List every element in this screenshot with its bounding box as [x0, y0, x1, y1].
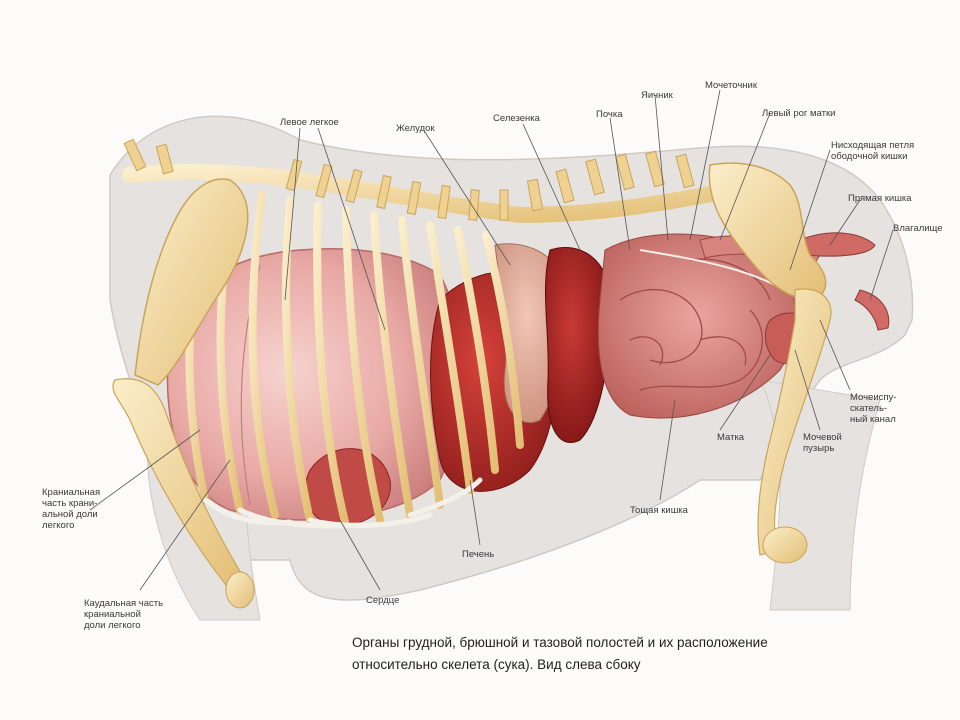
label-descending-colon-loop: Нисходящая петля ободочной кишки [831, 140, 915, 162]
scapula [134, 178, 249, 386]
femur [757, 288, 832, 556]
label-rectum: Прямая кишка [848, 193, 912, 204]
vagina-shape [854, 289, 890, 331]
label-cranial-part: Краниальная часть крани- альной доли лег… [42, 487, 101, 531]
rectum-shape [799, 232, 876, 257]
label-left-uterine-horn: Левый рог матки [762, 108, 836, 119]
label-heart: Сердце [366, 595, 400, 606]
label-spleen: Селезенка [493, 113, 540, 124]
label-uterus: Матка [717, 432, 745, 443]
label-ureter: Мочеточник [705, 80, 757, 91]
label-stomach: Желудок [396, 123, 435, 134]
label-liver: Печень [462, 549, 495, 560]
label-bladder: Мочевой пузырь [803, 432, 842, 454]
elbow-joint [225, 571, 255, 609]
label-kidney: Почка [596, 109, 623, 120]
leader-lines [89, 89, 894, 591]
label-jejunum: Тощая кишка [630, 505, 688, 516]
figure-caption: Органы грудной, брюшной и тазовой полост… [352, 635, 768, 672]
pelvis [708, 162, 827, 301]
label-left-lung: Левое легкое [280, 117, 339, 128]
label-urogenital-canal: Мочеиспу- скатель- ный канал [850, 392, 897, 425]
label-caudal-part: Каудальная часть краниальной доли легког… [84, 598, 164, 631]
intestine-loops [619, 258, 771, 391]
label-vagina: Влагалище [893, 223, 943, 234]
rib-cartilage [202, 477, 483, 529]
label-ovary: Яичник [641, 90, 673, 101]
knee-joint [762, 526, 808, 564]
